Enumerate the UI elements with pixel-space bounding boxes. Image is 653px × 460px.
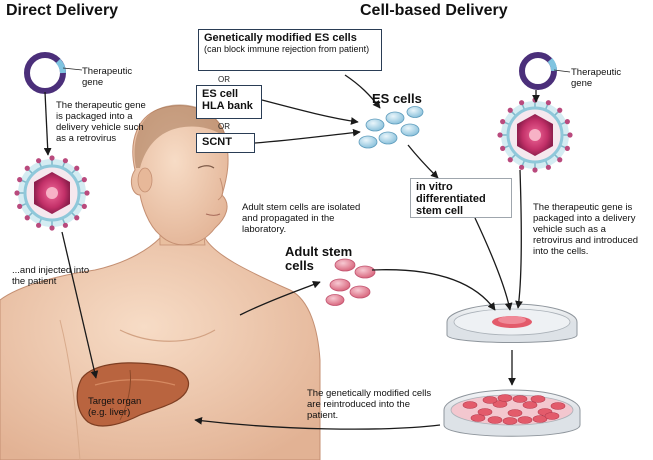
dish-cell <box>477 408 493 416</box>
virus-spike-knob <box>74 215 80 221</box>
virus-spike-knob <box>81 177 87 183</box>
virus-spike-knob <box>36 222 42 228</box>
arrow-scnt-to-cells <box>254 128 361 144</box>
virus-spike-knob <box>545 164 551 170</box>
adult-stem-cells-cluster <box>325 258 376 306</box>
human-torso <box>0 199 321 460</box>
es-cells-cluster <box>358 106 424 149</box>
arrow-cells-to-invitro <box>407 144 439 179</box>
gm-es-title: Genetically modified ES cells <box>204 32 357 44</box>
or-label-1: OR <box>218 75 230 84</box>
virus-spike-knob <box>81 203 87 209</box>
or-label-2: OR <box>218 122 230 131</box>
virus-spike-knob <box>567 132 573 138</box>
virus-spike-knob <box>62 222 68 228</box>
virus-spike-knob <box>500 119 506 125</box>
retrovirus-right <box>497 97 573 173</box>
heading-direct-delivery: Direct Delivery <box>6 2 119 19</box>
gm-es-note: (can block immune rejection from patient… <box>204 44 370 54</box>
virus-spike-knob <box>564 145 570 151</box>
virus-spike-knob <box>36 158 42 164</box>
virus-spike-knob <box>74 165 80 171</box>
retrovirus-left <box>14 155 90 231</box>
virus-spike-knob <box>24 215 30 221</box>
virus-spike-knob <box>557 157 563 163</box>
dish-cell <box>532 415 548 423</box>
dish-cell <box>550 402 566 410</box>
flow-arrows <box>43 74 540 430</box>
virus-spike-knob <box>49 225 55 231</box>
petri-dish-upper <box>446 303 578 343</box>
virus-spike-knob <box>519 100 525 106</box>
virus-spike-knob <box>532 97 538 103</box>
arrow-dish-to-liver <box>194 416 441 430</box>
virus-spike-knob <box>14 190 20 196</box>
dish-cell <box>462 401 478 409</box>
virus-spike-knob <box>24 165 30 171</box>
label-therapeutic-gene-right: Therapeutic gene <box>571 67 622 89</box>
dish-cell <box>517 416 533 424</box>
label-packaged-right: The therapeutic gene is packaged into a … <box>533 202 639 257</box>
dish-cell <box>507 409 523 417</box>
box-gm-es-cells: Genetically modified ES cells (can block… <box>198 29 382 71</box>
dish-cell <box>487 416 503 424</box>
box-in-vitro-differentiated: in vitro differentiated stem cell <box>410 178 512 218</box>
arrow-adult-cells-to-dish <box>371 269 496 311</box>
label-packaged-left: The therapeutic gene is packaged into a … <box>56 100 146 144</box>
arrow-plasmid-to-virus-left <box>43 91 52 156</box>
virus-spike-knob <box>564 119 570 125</box>
dish-cell <box>482 396 498 404</box>
dish-cell <box>470 414 486 422</box>
arrow-body-to-adult-cells <box>239 280 321 316</box>
virus-spike-knob <box>17 203 23 209</box>
dish-cell <box>544 412 560 420</box>
box-scnt: SCNT <box>196 133 255 153</box>
dish-cell <box>522 401 538 409</box>
label-reintroduced: The genetically modified cells are reint… <box>307 388 432 421</box>
virus-spike-knob <box>500 145 506 151</box>
virus-spike-knob <box>507 107 513 113</box>
arrow-virus-right-to-dish <box>515 169 523 309</box>
arrow-gm-es-to-cells <box>344 74 381 109</box>
label-adult-isolated: Adult stem cells are isolated and propag… <box>242 202 361 235</box>
petri-dish-lower <box>443 389 581 437</box>
virus-spike-knob <box>507 157 513 163</box>
virus-spike-knob <box>49 155 55 161</box>
arrow-virus-to-patient <box>61 231 99 379</box>
virus-spike-knob <box>17 177 23 183</box>
box-es-cell-hla-bank: ES cell HLA bank <box>196 85 262 119</box>
virus-spike-knob <box>497 132 503 138</box>
arrow-invitro-to-dish <box>474 217 513 311</box>
virus-spike-knob <box>519 164 525 170</box>
virus-spike-knob <box>557 107 563 113</box>
virus-spike-knob <box>84 190 90 196</box>
dish-cell <box>530 395 546 403</box>
label-adult-stem-cells: Adult stem cells <box>285 244 353 273</box>
plasmid-right <box>519 52 571 90</box>
label-therapeutic-gene-left: Therapeutic gene <box>82 66 133 88</box>
virus-spike-knob <box>545 100 551 106</box>
plasmid-left <box>24 52 83 94</box>
label-injected: ...and injected into the patient <box>12 265 90 287</box>
virus-spike-knob <box>62 158 68 164</box>
arrow-hla-to-cells <box>261 99 359 125</box>
label-target-organ: Target organ (e.g. liver) <box>88 396 142 418</box>
dish-cell <box>497 394 513 402</box>
dish-cell <box>512 395 528 403</box>
label-es-cells: ES cells <box>372 91 422 106</box>
virus-spike-knob <box>532 167 538 173</box>
dish-cell <box>502 417 518 425</box>
liver <box>76 362 190 427</box>
heading-cell-based-delivery: Cell-based Delivery <box>360 2 508 19</box>
